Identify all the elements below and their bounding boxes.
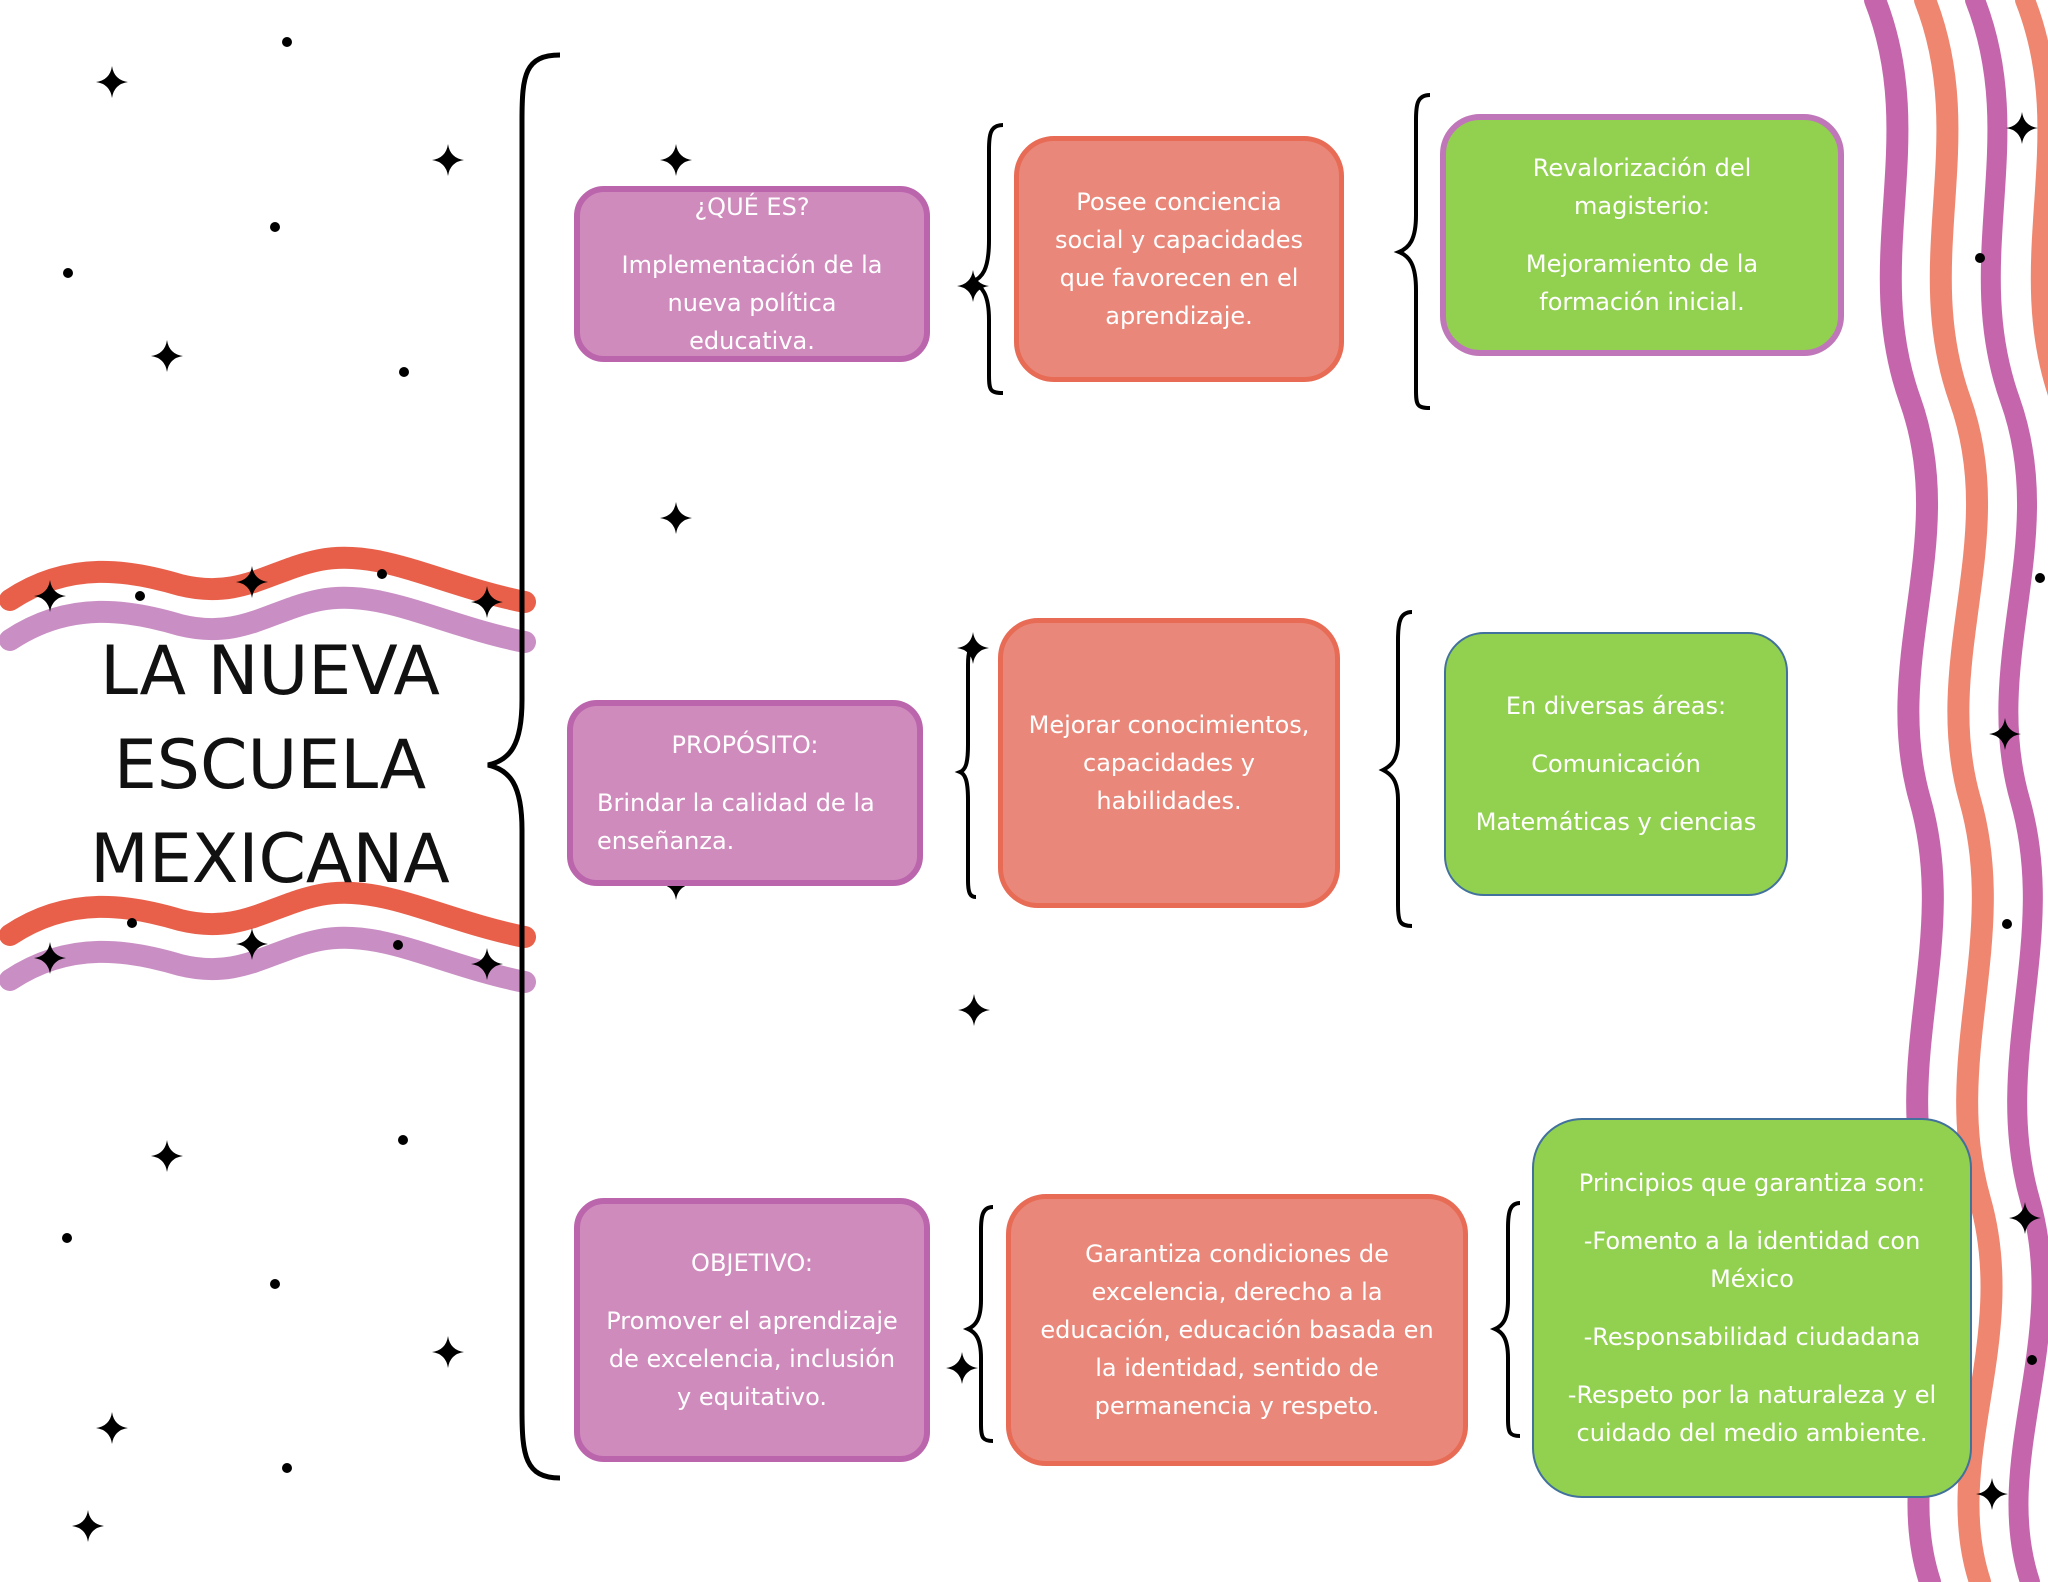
sparkle-star-icon <box>1976 1478 2008 1510</box>
wave-stripe-salmon-2 <box>2015 0 2048 396</box>
dot-icon <box>399 367 409 377</box>
sparkle-star-icon <box>236 566 268 598</box>
sparkle-stars <box>34 66 2041 1542</box>
sparkle-star-icon <box>96 1412 128 1444</box>
dot-icon <box>127 918 137 928</box>
category-text: Promover el aprendizaje de excelencia, i… <box>606 1307 898 1411</box>
sparkle-star-icon <box>34 942 66 974</box>
dot-icon <box>1975 253 1985 263</box>
category-text: Brindar la calidad de la enseñanza. <box>597 789 875 855</box>
category-box-objetivo: OBJETIVO: Promover el aprendizaje de exc… <box>574 1198 930 1462</box>
top-wave-orange <box>0 546 536 613</box>
detail-text: Posee conciencia social y capacidades qu… <box>1054 188 1304 330</box>
bottom-wave-pink <box>0 926 536 993</box>
sparkle-star-icon <box>2009 1202 2041 1234</box>
dot-icon <box>377 569 387 579</box>
result-item: Matemáticas y ciencias <box>1475 808 1757 836</box>
detail-text: Mejorar conocimientos, capacidades y hab… <box>1028 711 1310 815</box>
result-heading: En diversas áreas: <box>1505 692 1727 720</box>
result-box-magisterio: Revalorización del magisterio: Mejoramie… <box>1440 114 1844 356</box>
sparkle-star-icon <box>432 1336 464 1368</box>
dot-icon <box>282 1463 292 1473</box>
bottom-wave-orange <box>0 881 536 948</box>
result-item: -Respeto por la naturaleza y el cuidado … <box>1567 1381 1937 1447</box>
sparkle-star-icon <box>660 144 692 176</box>
dot-icon <box>2035 573 2045 583</box>
sparkle-star-icon <box>432 144 464 176</box>
sparkle-star-icon <box>151 340 183 372</box>
main-curly-brace <box>487 52 561 1481</box>
brace-row3-b <box>1489 1201 1521 1438</box>
sparkle-star-icon <box>471 948 503 980</box>
detail-text: Garantiza condiciones de excelencia, der… <box>1040 1240 1434 1420</box>
wave-stripe-purple-2 <box>1965 0 2048 1582</box>
wave-stripe-salmon <box>1914 0 2003 1582</box>
dot-icon <box>270 222 280 232</box>
brace-row1-b <box>1393 93 1431 410</box>
result-heading: Principios que garantiza son: <box>1578 1169 1926 1197</box>
dot-icon <box>2002 919 2012 929</box>
title-line: LA NUEVA <box>100 632 440 711</box>
result-text: Mejoramiento de la formación inicial. <box>1525 250 1759 316</box>
category-box-que-es: ¿QUÉ ES? Implementación de la nueva polí… <box>574 186 930 362</box>
dot-icon <box>270 1279 280 1289</box>
brace-row3-a <box>962 1205 994 1443</box>
sparkle-star-icon <box>660 502 692 534</box>
category-box-proposito: PROPÓSITO: Brindar la calidad de la ense… <box>567 700 923 886</box>
top-wave-pink <box>0 586 536 653</box>
detail-box-mejorar: Mejorar conocimientos, capacidades y hab… <box>998 618 1340 908</box>
brace-row1-a <box>966 123 1004 395</box>
sparkle-star-icon <box>151 1140 183 1172</box>
dot-icon <box>63 268 73 278</box>
category-heading: ¿QUÉ ES? <box>694 193 810 221</box>
sparkle-star-icon <box>2006 112 2038 144</box>
sparkle-star-icon <box>72 1510 104 1542</box>
sparkle-star-icon <box>471 586 503 618</box>
result-item: -Fomento a la identidad con México <box>1583 1227 1921 1293</box>
dot-icon <box>62 1233 72 1243</box>
sparkle-star-icon <box>96 66 128 98</box>
detail-box-garantiza: Garantiza condiciones de excelencia, der… <box>1006 1194 1468 1466</box>
detail-box-conciencia: Posee conciencia social y capacidades qu… <box>1014 136 1344 382</box>
category-heading: OBJETIVO: <box>691 1249 813 1277</box>
sparkle-star-icon <box>236 928 268 960</box>
dot-icon <box>135 591 145 601</box>
result-heading: Revalorización del magisterio: <box>1532 154 1752 220</box>
sparkle-star-icon <box>957 270 989 302</box>
sparkle-star-icon <box>1989 718 2021 750</box>
category-heading: PROPÓSITO: <box>671 731 819 759</box>
category-text: Implementación de la nueva política educ… <box>621 251 883 355</box>
dot-icon <box>398 1135 408 1145</box>
dot-icon <box>2027 1355 2037 1365</box>
dot-icon <box>282 37 292 47</box>
title-line: ESCUELA <box>113 726 427 805</box>
sparkle-star-icon <box>34 580 66 612</box>
sparkle-star-icon <box>957 632 989 664</box>
brace-row2-b <box>1378 610 1413 928</box>
sparkle-star-icon <box>958 994 990 1026</box>
dot-icon <box>393 940 403 950</box>
brace-row2-a <box>954 643 977 899</box>
main-title: LA NUEVA ESCUELA MEXICANA <box>40 625 500 907</box>
dots <box>62 37 2045 1473</box>
title-line: MEXICANA <box>90 820 450 899</box>
sparkle-star-icon <box>946 1352 978 1384</box>
result-box-areas: En diversas áreas: Comunicación Matemáti… <box>1444 632 1788 896</box>
result-item: -Responsabilidad ciudadana <box>1583 1323 1921 1351</box>
result-box-principios: Principios que garantiza son: -Fomento a… <box>1532 1118 1972 1498</box>
result-item: Comunicación <box>1531 750 1701 778</box>
